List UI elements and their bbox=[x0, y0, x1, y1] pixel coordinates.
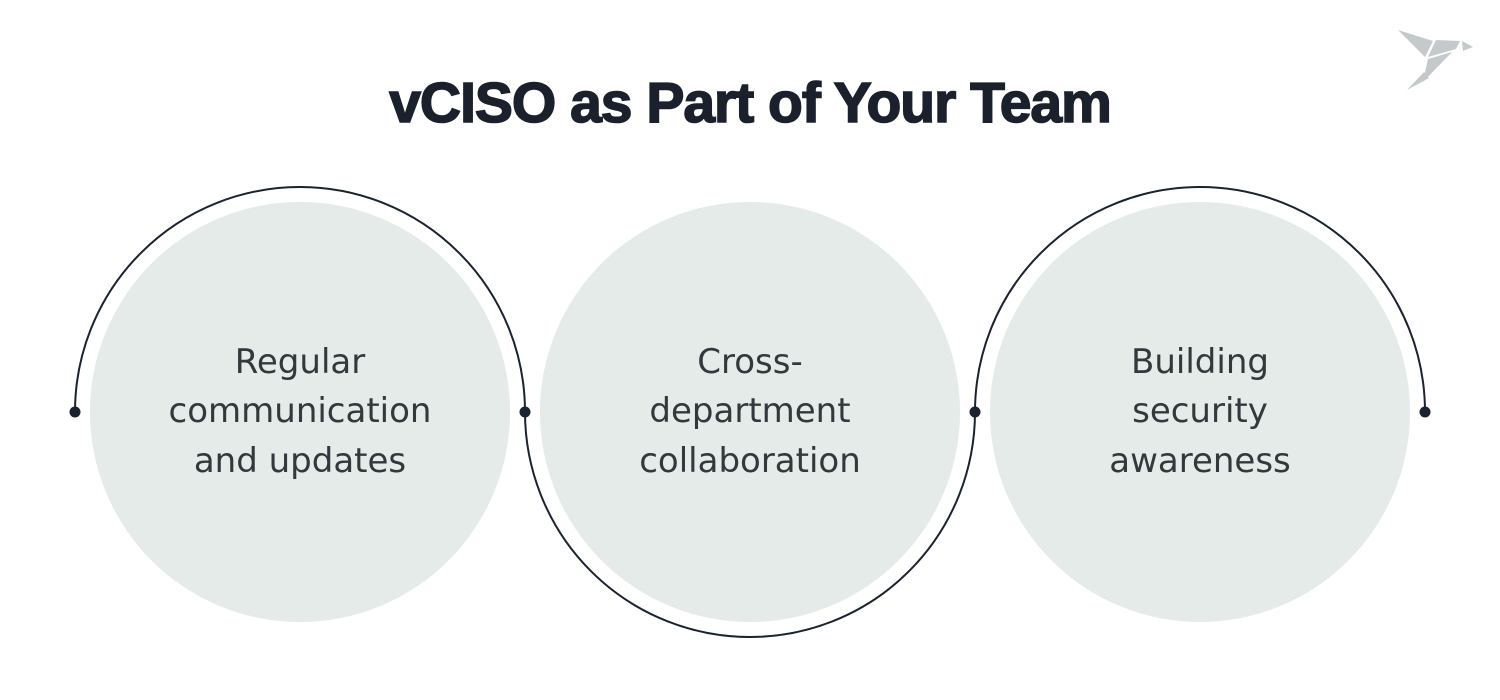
connector-dot bbox=[969, 406, 981, 418]
bird-wing bbox=[1398, 30, 1433, 57]
circle-label-building-awareness: Building security awareness bbox=[1109, 342, 1291, 481]
bird-head bbox=[1428, 40, 1460, 57]
circle-label-cross-department: Cross- department collaboration bbox=[639, 342, 861, 481]
bird-body bbox=[1423, 52, 1452, 82]
connector-curve bbox=[74, 186, 1426, 638]
connector-dot bbox=[519, 406, 531, 418]
page-title: vCISO as Part of Your Team bbox=[388, 70, 1112, 136]
origami-bird-icon bbox=[1398, 30, 1473, 90]
bird-tail bbox=[1407, 72, 1429, 90]
circle-cross-department bbox=[540, 202, 960, 622]
circle-building-awareness bbox=[990, 202, 1410, 622]
connector-dot bbox=[69, 406, 81, 418]
bird-beak bbox=[1462, 41, 1473, 51]
circle-regular-communication bbox=[90, 202, 510, 622]
circle-label-regular-communication: Regular communication and updates bbox=[168, 342, 432, 481]
connector-dot bbox=[1419, 406, 1431, 418]
